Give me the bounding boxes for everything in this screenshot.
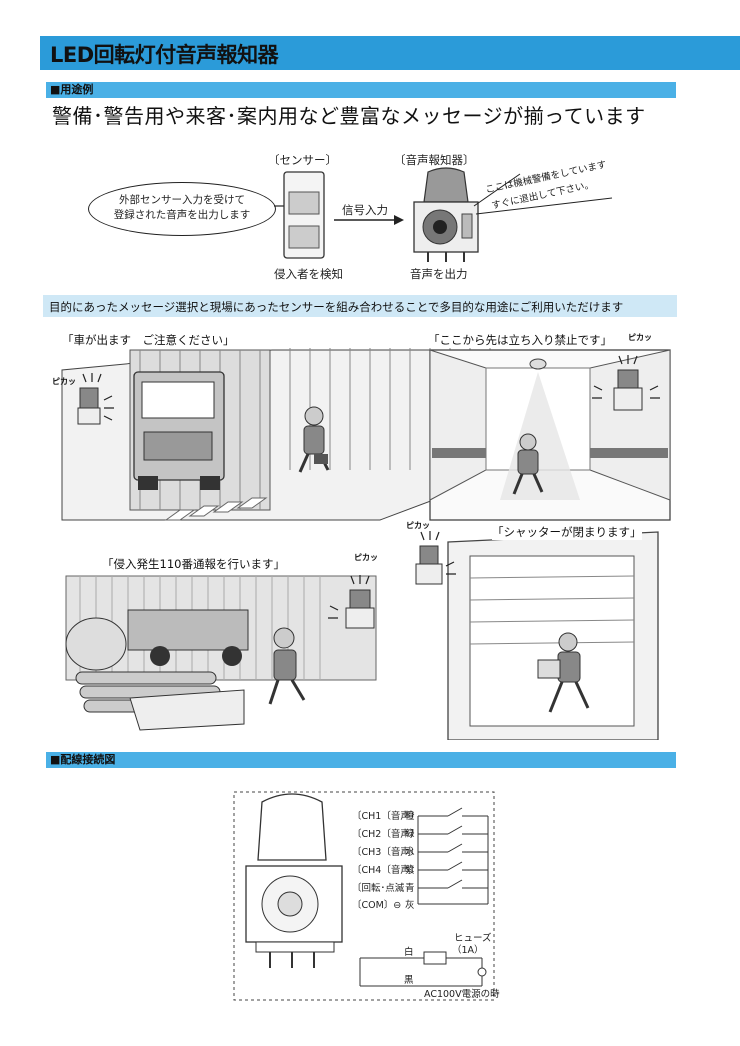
section-usage-bar: ■用途例 (46, 82, 676, 98)
page-title: LED回転灯付音声報知器 (50, 43, 279, 67)
alarm-label: 〔音声報知器〕 (394, 153, 475, 167)
description-bubble: 外部センサー入力を受けて 登録された音声を出力します (88, 182, 276, 236)
bubble-line-1: 外部センサー入力を受けて (119, 194, 245, 206)
wire-rotate-color: 青 (405, 883, 415, 894)
wire-ch4-label: 〔CH4〔音声〕 (352, 865, 420, 876)
alarm-device-icon (413, 167, 479, 262)
wiring-diagram (233, 791, 495, 1001)
shutter-scene (415, 531, 659, 740)
headline: 警備･警告用や来客･案内用など豊富なメッセージが揃っています (52, 104, 646, 128)
wire-ch1-label: 〔CH1〔音声〕 (352, 811, 420, 822)
wire-black-label: 黒 (404, 975, 414, 986)
shutter-caption: 「シャッターが閉まります」 (492, 524, 642, 540)
corridor-scene (429, 349, 671, 521)
signal-label: 信号入力 (342, 203, 388, 217)
wire-rotate-label: 〔回転･点滅 (352, 883, 405, 894)
bubble-line-2: 登録された音声を出力します (113, 209, 251, 221)
wire-ch1-color: 橙 (405, 811, 415, 822)
section-wiring-bar: ■配線接続図 (46, 752, 676, 768)
usage-band: 目的にあったメッセージ選択と現場にあったセンサーを組み合わせることで多目的な用途… (43, 295, 677, 317)
wire-ch4-color: 紫 (405, 865, 415, 876)
flash-label: ピカッ (354, 553, 378, 562)
sensor-device-icon (283, 171, 325, 259)
scene-illustrations (61, 348, 671, 740)
flash-label: ピカッ (628, 333, 652, 342)
usage-band-text: 目的にあったメッセージ選択と現場にあったセンサーを組み合わせることで多目的な用途… (49, 300, 624, 314)
wire-ch2-label: 〔CH2〔音声〕 (352, 829, 420, 840)
truck-scene (61, 348, 501, 521)
sensor-label: 〔センサー〕 (268, 153, 337, 167)
truck-caption: 「車が出ます ご注意ください」 (62, 332, 235, 348)
wire-ch3-color: 水 (405, 847, 415, 858)
no-entry-caption: 「ここから先は立ち入り禁止です」 (428, 332, 612, 348)
alarm-caption: 音声を出力 (410, 267, 468, 281)
power-label: AC100V電源の時 (424, 989, 500, 1000)
wire-com-color: 灰 (405, 900, 415, 911)
section-usage-label: ■用途例 (50, 83, 94, 96)
wire-white-label: 白 (404, 947, 414, 958)
wire-com-label: 〔COM〕⊖ (352, 900, 402, 911)
title-bar: LED回転灯付音声報知器 (40, 36, 740, 70)
fuse-rating: （1A） (452, 945, 484, 956)
section-wiring-label: ■配線接続図 (50, 753, 116, 766)
wire-ch3-label: 〔CH3〔音声〕 (352, 847, 420, 858)
alarm-unit-icon (245, 793, 343, 968)
intrusion-caption: 「侵入発生110番通報を行います」 (102, 556, 285, 572)
wire-ch2-color: 緑 (405, 829, 415, 840)
fuse-label: ヒューズ (454, 933, 492, 944)
sensor-caption: 侵入者を検知 (274, 267, 343, 281)
intrusion-scene (65, 575, 377, 731)
flash-label: ピカッ (406, 521, 430, 530)
flow-diagram (274, 167, 613, 262)
flash-label: ピカッ (52, 377, 76, 386)
